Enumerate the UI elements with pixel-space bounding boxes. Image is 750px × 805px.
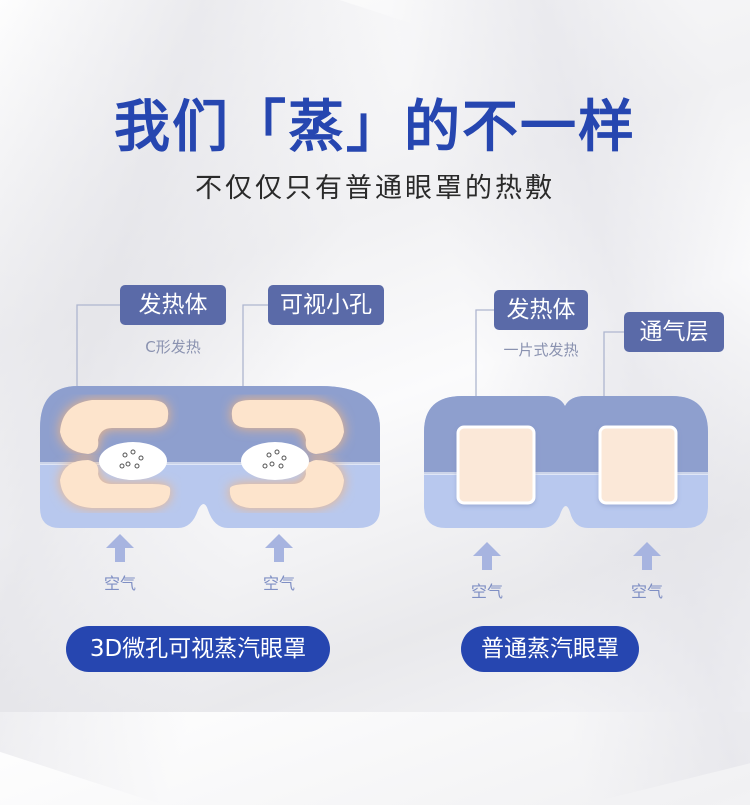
tag-heat-element-right: 发热体 — [494, 290, 588, 330]
air-label: 空气 — [262, 574, 295, 593]
c-shape-heat-element — [60, 400, 344, 508]
connector-lines-right — [475, 309, 624, 425]
page-title: 我们「蒸」的不一样 — [114, 95, 636, 160]
up-arrow-icon — [473, 542, 501, 570]
up-arrow-icon — [106, 534, 134, 562]
single-piece-heat-pad — [598, 425, 678, 505]
page-subtitle: 不仅仅只有普通眼罩的热敷 — [195, 173, 555, 204]
comparison-diagram — [40, 304, 708, 570]
tag-vent-layer: 通气层 — [624, 312, 724, 352]
tag-visible-hole: 可视小孔 — [268, 285, 384, 325]
visible-hole — [241, 442, 309, 480]
up-arrow-icon — [265, 534, 293, 562]
steam-eye-mask-regular — [424, 396, 708, 570]
visible-hole — [99, 442, 167, 480]
product-label-3d-mask: 3D微孔可视蒸汽眼罩 — [66, 626, 330, 672]
air-label: 空气 — [470, 582, 503, 601]
note-single-piece-heat: 一片式发热 — [503, 341, 579, 359]
connector-lines-left — [76, 304, 268, 420]
air-label: 空气 — [103, 574, 136, 593]
single-piece-heat-pad — [456, 425, 536, 505]
air-label: 空气 — [630, 582, 663, 601]
note-c-shape-heat: C形发热 — [145, 338, 201, 356]
product-label-regular-mask: 普通蒸汽眼罩 — [461, 626, 639, 672]
tag-heat-element-left: 发热体 — [120, 285, 226, 325]
steam-eye-mask-3d — [40, 386, 380, 562]
up-arrow-icon — [633, 542, 661, 570]
